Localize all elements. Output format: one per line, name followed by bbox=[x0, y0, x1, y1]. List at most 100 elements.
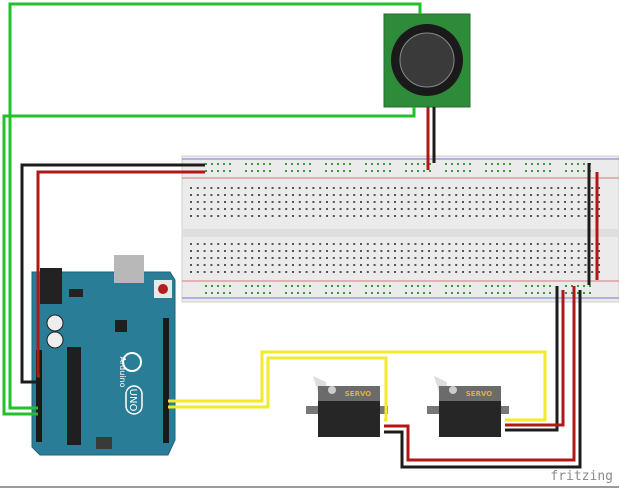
breadboard-hole bbox=[377, 285, 379, 287]
breadboard-hole bbox=[203, 208, 206, 210]
breadboard-hole bbox=[237, 208, 240, 210]
atmega-chip bbox=[67, 347, 81, 445]
breadboard-hole bbox=[326, 257, 328, 259]
breadboard-hole bbox=[332, 194, 335, 196]
breadboard-hole bbox=[312, 257, 315, 259]
breadboard-hole bbox=[217, 187, 220, 189]
breadboard-hole bbox=[509, 292, 511, 294]
breadboard-hole bbox=[591, 243, 594, 245]
breadboard-hole bbox=[543, 257, 546, 259]
breadboard-hole bbox=[319, 201, 322, 203]
breadboard-hole bbox=[339, 215, 342, 217]
breadboard-hole bbox=[217, 257, 220, 259]
breadboard-hole bbox=[489, 201, 492, 203]
breadboard-hole bbox=[205, 170, 207, 172]
breadboard-hole bbox=[570, 194, 573, 196]
breadboard-hole bbox=[407, 250, 410, 252]
breadboard-hole bbox=[387, 215, 390, 217]
breadboard-hole bbox=[224, 194, 226, 196]
breadboard-hole bbox=[371, 170, 373, 172]
breadboard-hole bbox=[557, 187, 560, 189]
breadboard-hole bbox=[509, 208, 512, 210]
breadboard-hole bbox=[523, 257, 526, 259]
breadboard-hole bbox=[570, 201, 573, 203]
breadboard-hole bbox=[373, 271, 376, 273]
breadboard-hole bbox=[523, 201, 526, 203]
breadboard-hole bbox=[278, 250, 281, 252]
breadboard-hole bbox=[468, 187, 471, 189]
breadboard-hole bbox=[428, 243, 430, 245]
breadboard-hole bbox=[360, 257, 362, 259]
breadboard-hole bbox=[331, 292, 333, 294]
breadboard-hole bbox=[445, 292, 447, 294]
breadboard-hole bbox=[448, 208, 451, 210]
breadboard-hole bbox=[457, 170, 459, 172]
breadboard-hole bbox=[502, 187, 505, 189]
breadboard-hole bbox=[414, 194, 417, 196]
model-label: UNO bbox=[127, 389, 138, 412]
breadboard-hole bbox=[371, 163, 373, 165]
breadboard-hole bbox=[530, 257, 532, 259]
breadboard-hole bbox=[530, 201, 532, 203]
breadboard-hole bbox=[516, 187, 519, 189]
breadboard-hole bbox=[417, 292, 419, 294]
breadboard-hole bbox=[331, 170, 333, 172]
breadboard-hole bbox=[251, 187, 254, 189]
breadboard-hole bbox=[389, 285, 391, 287]
breadboard-hole bbox=[230, 201, 233, 203]
breadboard-hole bbox=[365, 163, 367, 165]
breadboard-hole bbox=[496, 187, 498, 189]
breadboard-hole bbox=[196, 194, 199, 196]
breadboard-hole bbox=[455, 201, 458, 203]
breadboard-hole bbox=[373, 257, 376, 259]
breadboard-hole bbox=[237, 201, 240, 203]
breadboard-hole bbox=[557, 194, 560, 196]
breadboard-hole bbox=[326, 215, 328, 217]
breadboard-hole bbox=[536, 208, 539, 210]
breadboard-hole bbox=[550, 208, 553, 210]
breadboard-hole bbox=[305, 243, 308, 245]
breadboard-hole bbox=[485, 163, 487, 165]
breadboard-hole bbox=[448, 250, 451, 252]
breadboard-hole bbox=[577, 257, 580, 259]
breadboard-hole bbox=[463, 292, 465, 294]
breadboard-hole bbox=[407, 257, 410, 259]
breadboard-hole bbox=[224, 271, 226, 273]
breadboard-hole bbox=[373, 187, 376, 189]
breadboard-hole bbox=[371, 292, 373, 294]
wire-red-servo1 bbox=[384, 286, 576, 462]
breadboard-hole bbox=[237, 243, 240, 245]
breadboard-hole bbox=[331, 163, 333, 165]
breadboard-hole bbox=[564, 264, 566, 266]
breadboard-hole bbox=[394, 187, 396, 189]
breadboard-hole bbox=[319, 208, 322, 210]
breadboard-hole bbox=[196, 243, 199, 245]
breadboard-hole bbox=[264, 194, 267, 196]
breadboard-hole bbox=[278, 187, 281, 189]
breadboard-hole bbox=[269, 163, 271, 165]
breadboard-hole bbox=[462, 208, 464, 210]
breadboard-hole bbox=[482, 264, 485, 266]
breadboard-hole bbox=[211, 292, 213, 294]
breadboard-hole bbox=[457, 285, 459, 287]
breadboard-hole bbox=[380, 187, 383, 189]
breadboard-hole bbox=[497, 170, 499, 172]
breadboard-hole bbox=[509, 187, 512, 189]
breadboard-hole bbox=[509, 257, 512, 259]
breadboard-hole bbox=[203, 187, 206, 189]
breadboard-hole bbox=[353, 201, 356, 203]
breadboard-hole bbox=[423, 163, 425, 165]
breadboard-hole bbox=[326, 208, 328, 210]
breadboard-hole bbox=[455, 271, 458, 273]
breadboard-hole bbox=[237, 187, 240, 189]
breadboard-hole bbox=[394, 250, 396, 252]
breadboard-hole bbox=[584, 187, 587, 189]
breadboard-hole bbox=[332, 264, 335, 266]
breadboard-hole bbox=[598, 257, 600, 259]
breadboard-hole bbox=[269, 285, 271, 287]
breadboard-hole bbox=[319, 250, 322, 252]
breadboard-hole bbox=[224, 257, 226, 259]
breadboard-hole bbox=[319, 243, 322, 245]
breadboard-hole bbox=[291, 163, 293, 165]
breadboard-hole bbox=[245, 285, 247, 287]
